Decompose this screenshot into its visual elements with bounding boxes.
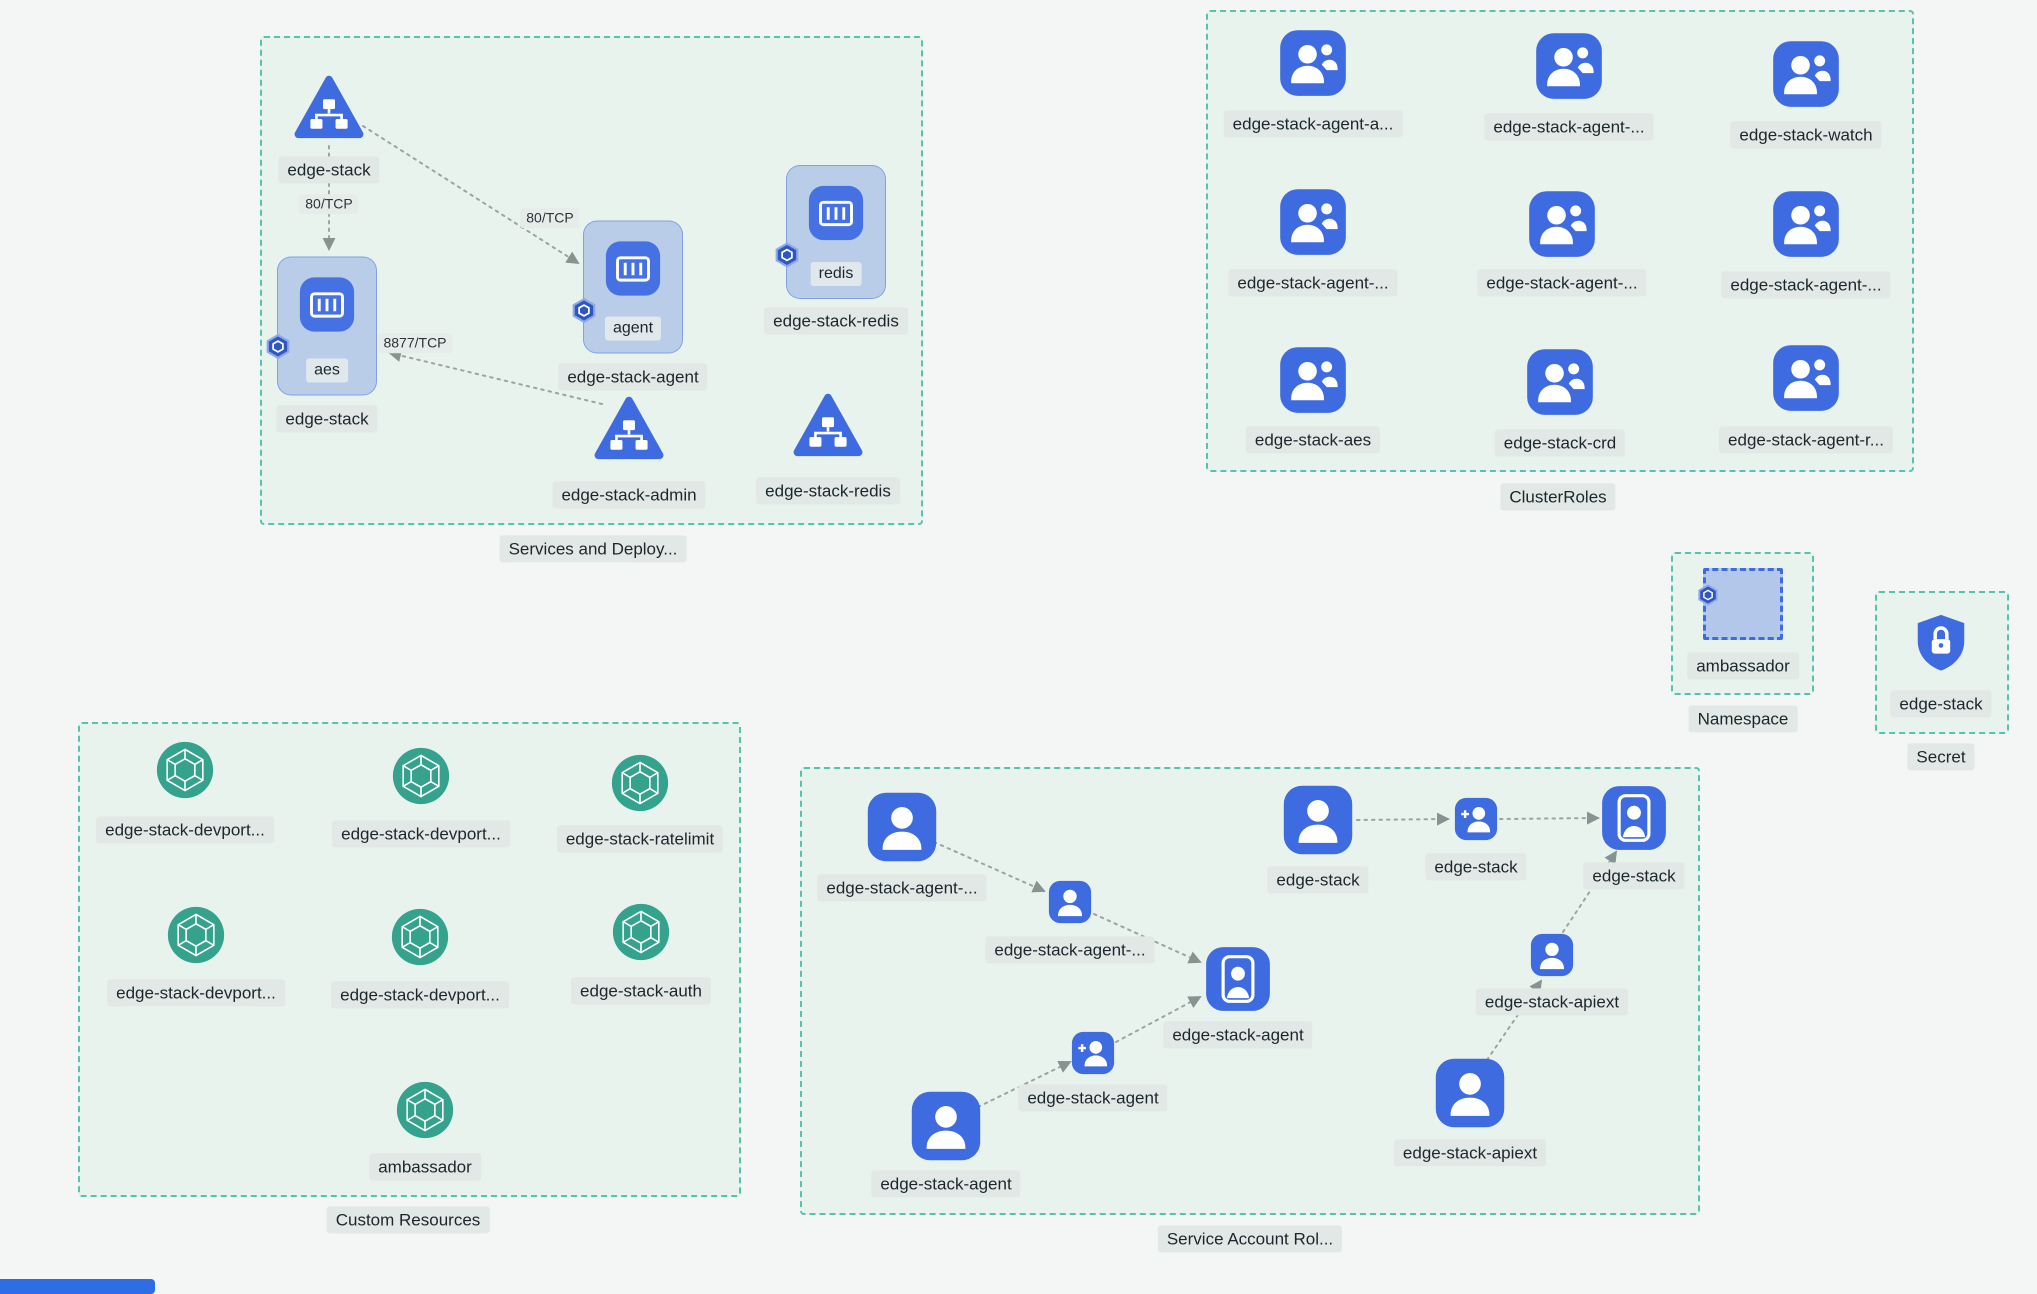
service-account-icon[interactable]	[1600, 784, 1668, 852]
node-label: edge-stack-agent-...	[1721, 271, 1891, 299]
service-triangle-icon[interactable]	[590, 394, 668, 464]
node-label: edge-stack-aes	[1245, 426, 1381, 454]
node-label: edge-stack-agent	[871, 1170, 1021, 1198]
port-label: 8877/TCP	[377, 333, 453, 353]
role-icon[interactable]	[1282, 784, 1355, 857]
container-icon	[602, 238, 664, 300]
service-triangle-icon[interactable]	[789, 391, 867, 461]
clusterrole-icon[interactable]	[1771, 39, 1841, 109]
rolebinding-icon[interactable]	[1048, 880, 1093, 925]
bottom-accent-bar	[0, 1279, 155, 1294]
node-label: edge-stack	[1890, 690, 1992, 718]
node-label: edge-stack	[1583, 862, 1685, 890]
node-label: edge-stack-agent-...	[817, 874, 987, 902]
clusterrole-icon[interactable]	[1771, 189, 1841, 259]
group-label: ClusterRoles	[1500, 483, 1616, 511]
node-label: edge-stack-devport...	[96, 816, 274, 844]
custom-resource-icon[interactable]	[611, 902, 671, 962]
deployment-short-label: aes	[306, 358, 348, 383]
deployment-node[interactable]: agent	[583, 220, 683, 354]
node-label: edge-stack-agent	[1018, 1084, 1168, 1112]
node-label: edge-stack-redis	[764, 307, 908, 335]
rolebinding-icon[interactable]	[1530, 933, 1575, 978]
clusterrole-icon[interactable]	[1278, 28, 1348, 98]
group-label: Namespace	[1688, 705, 1798, 733]
node-label: edge-stack-devport...	[331, 981, 509, 1009]
hexagon-badge-icon	[774, 242, 800, 268]
node-label: edge-stack-agent-...	[1228, 269, 1398, 297]
custom-resource-icon[interactable]	[390, 907, 450, 967]
node-label: edge-stack-agent-a...	[1223, 110, 1403, 138]
group-label: Services and Deploy...	[499, 535, 687, 563]
node-label: edge-stack-agent	[558, 363, 708, 391]
node-label: ambassador	[1687, 652, 1799, 680]
container-icon	[296, 274, 358, 336]
shield-lock-icon[interactable]	[1910, 610, 1972, 676]
deployment-short-label: redis	[810, 262, 862, 286]
port-label: 80/TCP	[299, 194, 359, 214]
group-label: Custom Resources	[326, 1206, 490, 1234]
node-label: edge-stack	[276, 405, 378, 433]
node-label: edge-stack-devport...	[107, 979, 285, 1007]
namespace-icon[interactable]	[1703, 568, 1783, 640]
node-label: edge-stack-auth	[571, 977, 711, 1005]
deployment-node[interactable]: aes	[277, 256, 377, 396]
clusterrole-icon[interactable]	[1527, 189, 1597, 259]
node-label: edge-stack	[1267, 866, 1369, 894]
node-label: edge-stack-ratelimit	[556, 825, 724, 853]
node-label: edge-stack-agent-r...	[1719, 426, 1893, 454]
custom-resource-icon[interactable]	[610, 753, 670, 813]
node-label: edge-stack-agent-...	[1484, 113, 1654, 141]
clusterrole-icon[interactable]	[1771, 343, 1841, 413]
custom-resource-icon[interactable]	[395, 1080, 455, 1140]
node-label: edge-stack-devport...	[332, 820, 510, 848]
node-label: edge-stack	[278, 156, 380, 184]
clusterrole-icon[interactable]	[1278, 345, 1348, 415]
custom-resource-icon[interactable]	[391, 746, 451, 806]
deployment-short-label: agent	[604, 316, 662, 341]
custom-resource-icon[interactable]	[166, 905, 226, 965]
clusterrole-icon[interactable]	[1525, 347, 1595, 417]
custom-resource-icon[interactable]	[155, 740, 215, 800]
node-label: edge-stack-admin	[552, 481, 706, 509]
group-label: Service Account Rol...	[1157, 1225, 1343, 1253]
rolebinding-icon[interactable]	[1071, 1031, 1116, 1076]
node-label: edge-stack-agent	[1163, 1021, 1313, 1049]
clusterrole-icon[interactable]	[1534, 31, 1604, 101]
service-account-icon[interactable]	[1204, 945, 1272, 1013]
rolebinding-icon[interactable]	[1454, 797, 1499, 842]
node-label: edge-stack	[1425, 853, 1527, 881]
container-icon	[805, 182, 867, 244]
node-label: edge-stack-redis	[756, 477, 900, 505]
deployment-node[interactable]: redis	[786, 165, 886, 299]
node-label: edge-stack-crd	[1494, 429, 1626, 457]
role-icon[interactable]	[866, 791, 939, 864]
hexagon-badge-icon	[571, 298, 597, 324]
hexagon-badge-icon	[265, 334, 291, 360]
node-label: edge-stack-agent-...	[1477, 269, 1647, 297]
clusterrole-icon[interactable]	[1278, 187, 1348, 257]
hexagon-badge-icon	[1697, 584, 1719, 606]
node-label: ambassador	[369, 1153, 481, 1181]
node-label: edge-stack-watch	[1730, 121, 1882, 149]
node-label: edge-stack-apiext	[1393, 1139, 1547, 1167]
port-label: 80/TCP	[520, 208, 580, 228]
node-label: edge-stack-apiext	[1475, 988, 1629, 1016]
role-icon[interactable]	[1434, 1057, 1507, 1130]
node-label: edge-stack-agent-...	[985, 936, 1155, 964]
role-icon[interactable]	[910, 1090, 983, 1163]
service-triangle-icon[interactable]	[290, 73, 368, 143]
group-label: Secret	[1907, 743, 1975, 771]
